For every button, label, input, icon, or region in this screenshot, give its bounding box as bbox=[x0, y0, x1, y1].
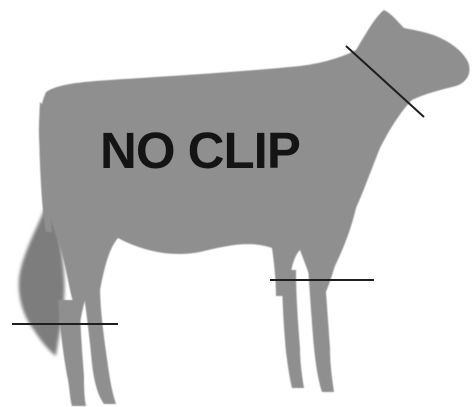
no-clip-label: NO CLIP bbox=[100, 125, 300, 176]
cow-silhouette bbox=[39, 10, 470, 406]
